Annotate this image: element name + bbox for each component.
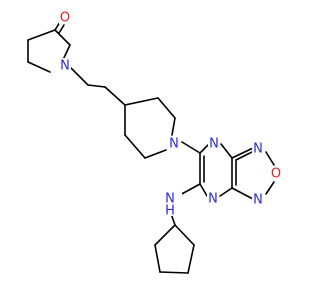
bond	[87, 84, 106, 88]
atom-pyrrolidinone-nitrogen: N	[59, 58, 71, 74]
bond	[70, 67, 89, 86]
atom-amine-nh: N H	[160, 190, 182, 219]
bond	[144, 149, 167, 159]
atom-label: N	[208, 192, 218, 207]
bond	[265, 181, 275, 195]
bond	[174, 224, 195, 246]
atom-furazan-nitrogen-bottom: N	[252, 192, 264, 208]
bond	[104, 86, 126, 106]
bond	[187, 244, 195, 274]
atom-furazan-nitrogen-top: N	[252, 141, 264, 157]
bond	[181, 141, 201, 154]
atom-label: N	[60, 59, 70, 74]
atom-pyrazine-nitrogen-bottom: N	[207, 191, 219, 207]
bond	[154, 244, 161, 273]
atom-furazan-oxygen: O	[270, 166, 282, 182]
bond	[231, 147, 254, 159]
bond	[27, 29, 56, 41]
bond	[199, 183, 208, 197]
bond	[220, 143, 233, 159]
atom-label: N	[253, 193, 263, 208]
bond	[265, 151, 275, 166]
molecule-structure-diagram: O N N N N N O N N H	[27, 10, 282, 274]
bond	[199, 144, 209, 154]
bond	[54, 29, 71, 46]
atom-label: O	[60, 11, 70, 26]
atom-label: H	[165, 204, 175, 219]
bond	[171, 117, 176, 136]
molecule-svg: O N N N N N O N N H	[27, 10, 282, 274]
atom-label: N	[165, 192, 175, 207]
bond	[219, 187, 233, 197]
atom-piperidine-nitrogen: N	[168, 136, 180, 152]
bond	[159, 271, 189, 274]
bond	[124, 134, 146, 159]
bond	[58, 24, 65, 34]
atom-pyrazine-nitrogen-top: N	[208, 136, 220, 152]
bond	[235, 150, 255, 161]
atom-label: N	[253, 142, 263, 157]
atom-label: N	[169, 137, 179, 152]
atom-label: O	[271, 167, 281, 182]
atom-label: N	[209, 137, 219, 152]
bond	[157, 97, 176, 119]
bond	[27, 61, 51, 73]
bond	[124, 97, 159, 106]
atom-carbonyl-oxygen: O	[59, 10, 71, 26]
bond	[231, 187, 254, 200]
bond	[154, 224, 176, 246]
